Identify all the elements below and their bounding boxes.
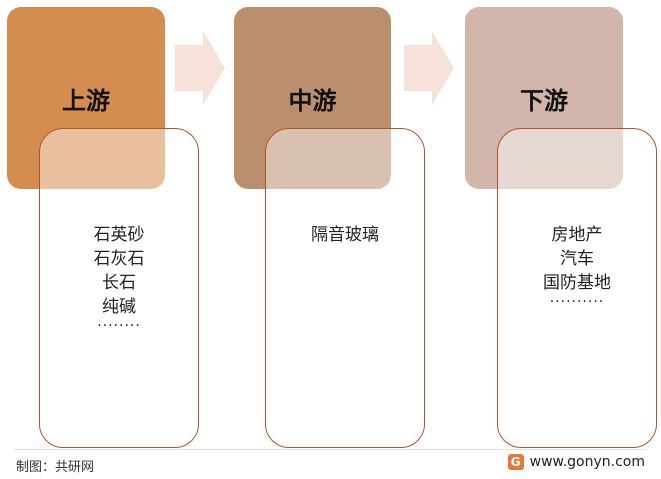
upstream-detail-box: 石英砂 石灰石 长石 纯碱 ········: [39, 128, 199, 448]
midstream-item-list: 隔音玻璃: [266, 223, 424, 247]
midstream-title: 中游: [288, 87, 337, 115]
site-url: www.gonyn.com: [529, 454, 645, 470]
list-item: 长石: [102, 273, 136, 293]
downstream-title: 下游: [520, 87, 568, 115]
flow-arrow-icon: [404, 31, 454, 105]
gonyn-logo-icon: G: [507, 454, 524, 470]
list-item: 房地产: [551, 225, 603, 245]
upstream-title: 上游: [62, 87, 110, 115]
downstream-header: 下游: [465, 7, 623, 189]
site-badge: G www.gonyn.com: [507, 454, 645, 470]
upstream-item-list: 石英砂 石灰石 长石 纯碱 ········: [40, 223, 198, 333]
list-item: 国防基地: [543, 273, 611, 293]
list-item: 纯碱: [102, 297, 136, 317]
list-item: 石英砂: [93, 225, 145, 245]
flow-arrow-icon: [175, 31, 225, 105]
downstream-item-list: 房地产 汽车 国防基地 ··········: [498, 223, 656, 309]
midstream-detail-box: 隔音玻璃: [265, 128, 425, 448]
downstream-detail-box: 房地产 汽车 国防基地 ··········: [497, 128, 657, 448]
midstream-header: 中游: [234, 7, 391, 189]
list-item: 隔音玻璃: [311, 225, 379, 245]
footer-divider: [14, 449, 646, 450]
list-item: 石灰石: [93, 249, 145, 269]
list-item: 汽车: [560, 249, 594, 269]
source-credit: 制图：共研网: [16, 460, 95, 475]
more-ellipsis: ········: [97, 318, 141, 334]
upstream-header: 上游: [7, 7, 165, 189]
more-ellipsis: ··········: [549, 294, 605, 310]
